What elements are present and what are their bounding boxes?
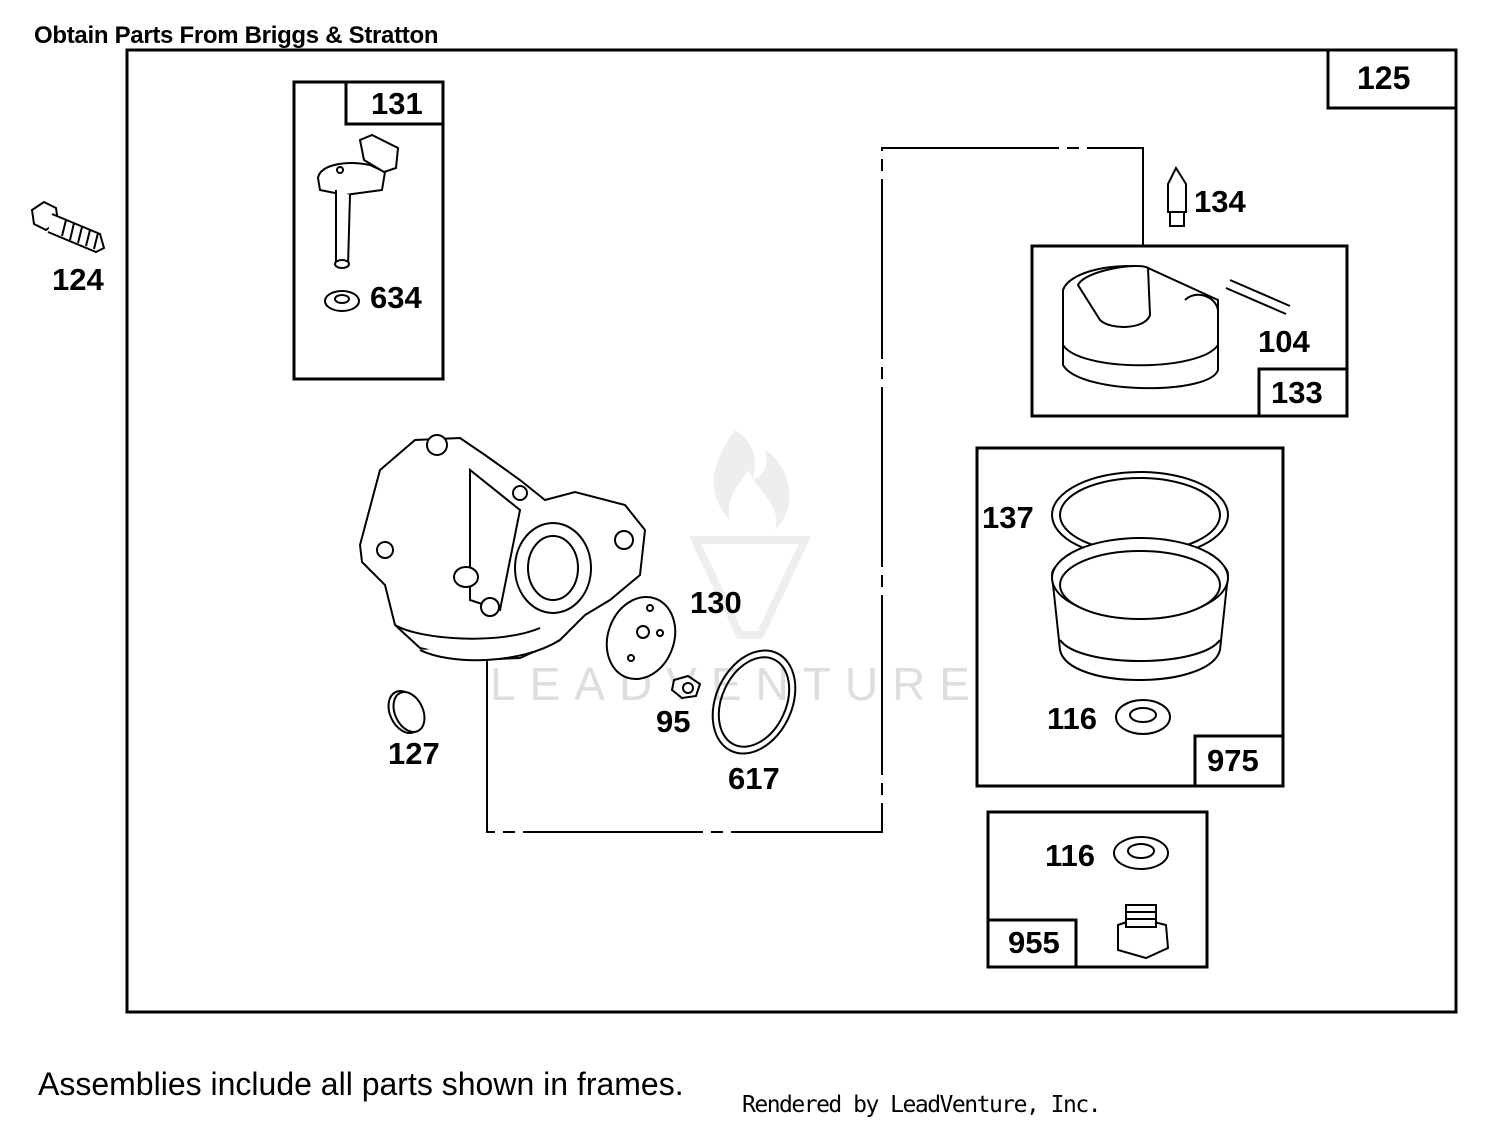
label-box-975 [1193,734,1285,788]
callout-617: 617 [728,761,780,796]
part-137-float-bowl [1050,471,1230,681]
part-134-needle [1167,165,1187,227]
part-127-welch-plug [387,690,426,734]
label-box-955 [986,918,1078,969]
callout-116-b: 116 [1045,838,1096,873]
callout-95: 95 [656,704,691,739]
callout-104: 104 [1258,324,1310,359]
rendered-by-credit: Rendered by LeadVenture, Inc. [742,1092,1102,1118]
callout-975: 975 [1207,743,1259,778]
part-131-throttle-shaft [316,133,400,312]
callout-124: 124 [52,262,104,297]
callout-134: 134 [1194,184,1246,219]
connector-lines [486,147,1144,833]
label-box-125 [1326,48,1458,110]
callout-634: 634 [370,280,422,315]
watermark-logo [688,430,812,639]
label-box-131 [344,80,445,126]
callout-131: 131 [371,86,423,121]
part-130-plate [605,595,677,681]
callout-130: 130 [690,585,742,620]
callout-137: 137 [982,500,1034,535]
frame-133 [1030,244,1349,418]
callout-116-a: 116 [1047,701,1098,736]
watermark-text: LEADVENTURE [490,658,984,710]
label-box-133 [1257,367,1349,418]
part-95-screw [670,674,702,700]
diagram-header: Obtain Parts From Briggs & Stratton [34,22,439,49]
main-frame [125,48,1458,1014]
part-133-float [1062,265,1291,390]
frame-131 [292,80,445,381]
part-116-washer-a [1115,699,1171,735]
frame-975 [975,446,1285,788]
part-955-bowl-bolt [1117,904,1170,960]
part-carburetor-body [358,434,647,662]
assemblies-note: Assemblies include all parts shown in fr… [38,1066,684,1102]
frame-955 [986,810,1209,969]
callout-127: 127 [388,736,440,771]
callout-133: 133 [1271,375,1323,410]
callout-125: 125 [1357,60,1411,96]
part-617-o-ring [711,649,797,755]
part-116-washer-b [1113,836,1169,870]
callout-955: 955 [1008,925,1060,960]
part-124-bolt [30,200,106,254]
